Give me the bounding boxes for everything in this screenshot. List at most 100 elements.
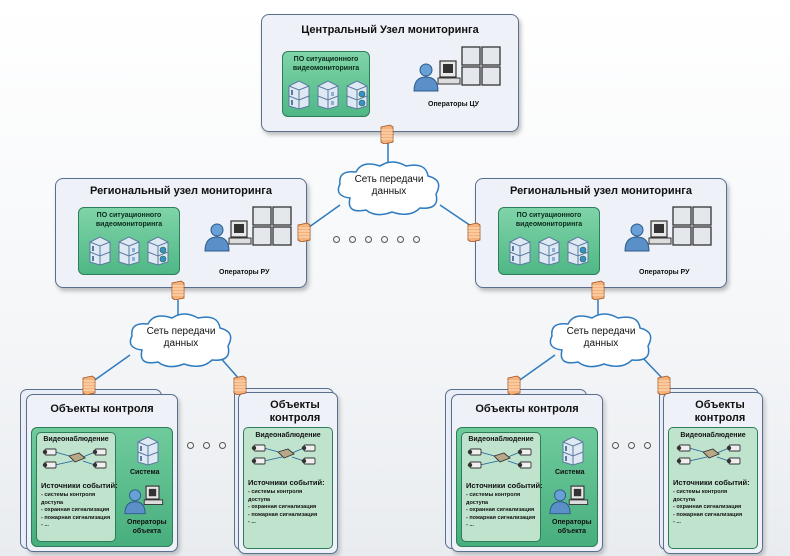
central-software-block: ПО ситуационного видеомониторинга: [282, 51, 370, 117]
operators-label-line2: объекта: [557, 528, 586, 535]
object-green-panel: Видеонаблюдение Источники событий: - сис…: [31, 427, 173, 547]
event-sources-list: - системы контроля доступа - охранная си…: [673, 489, 742, 527]
central-monitoring-node: Центральный Узел мониторинга ПО ситуацио…: [261, 14, 519, 132]
server-web-icon: [147, 236, 169, 266]
object-operators-label: Операторы объекта: [127, 518, 167, 536]
event-source-item: доступа: [466, 499, 489, 506]
firewall-icon: [171, 280, 185, 300]
camera-network-icon: [42, 448, 107, 469]
server-web-icon: [346, 80, 368, 110]
server-group: [286, 78, 370, 110]
regional-software-block: ПО ситуационного видеомониторинга: [78, 207, 180, 275]
ellipsis-dots-regional: [333, 236, 420, 243]
data-network-cloud-left: Сеть передачи данных: [122, 310, 240, 370]
object-title: Объекты контроля: [239, 399, 337, 425]
firewall-icon: [82, 375, 96, 395]
dot: [365, 236, 372, 243]
ellipsis-dots-objects-right: [612, 442, 651, 449]
event-source-item: - пожарная сигнализация: [466, 514, 536, 521]
link-cloud-left-to-obj1: [91, 354, 131, 383]
cloud-icon: [129, 313, 232, 368]
system-label: Система: [130, 469, 160, 476]
event-sources-list: - системы контроля доступа - охранная си…: [466, 492, 535, 530]
server-group: [507, 234, 591, 266]
operators-label-line1: Операторы: [127, 519, 167, 526]
regional-monitoring-node-right: Региональный узел мониторинга ПО ситуаци…: [475, 178, 727, 288]
object-operator-icon: [124, 485, 164, 515]
cloud-label-line2: данных: [583, 338, 619, 349]
event-source-item: - ...: [466, 522, 474, 528]
camera-network-icon: [467, 448, 532, 469]
regional-node-title: Региональный узел мониторинга: [510, 185, 692, 197]
event-source-item: доступа: [41, 499, 64, 506]
server-icon: [118, 236, 140, 266]
event-source-item: - системы контроля: [466, 492, 521, 498]
server-icon: [288, 80, 310, 110]
regional-node-title: Региональный узел мониторинга: [90, 185, 272, 197]
object-title-line1: Объекты: [270, 399, 320, 411]
event-source-item: - ...: [41, 522, 49, 528]
event-source-item: доступа: [673, 496, 696, 503]
server-icon: [89, 236, 111, 266]
server-icon: [509, 236, 531, 266]
dot: [219, 442, 226, 449]
object-green-panel: Видеонаблюдение Источники событий: - сис…: [456, 427, 598, 547]
regional-monitoring-node-left: Региональный узел мониторинга ПО ситуаци…: [55, 178, 307, 288]
dot: [333, 236, 340, 243]
object-title: Объекты контроля: [475, 403, 579, 415]
event-sources-title: Источники событий:: [466, 481, 543, 490]
system-label: Система: [555, 469, 585, 476]
camera-network-icon: [251, 444, 316, 465]
video-sources-panel: Видеонаблюдение Источники событий: - сис…: [243, 427, 333, 549]
ellipsis-dots-objects-left: [187, 442, 226, 449]
video-surveillance-title: Видеонаблюдение: [680, 432, 746, 439]
data-network-cloud-top: Сеть передачи данных: [330, 158, 448, 218]
event-source-item: - системы контроля: [673, 489, 728, 495]
firewall-icon: [467, 222, 481, 242]
regional-operators-group: Операторы РУ: [621, 205, 721, 285]
server-icon: [317, 80, 339, 110]
video-sources-panel: Видеонаблюдение Источники событий: - сис…: [461, 432, 543, 542]
event-source-item: - системы контроля: [41, 492, 96, 498]
object-title-line1: Объекты: [695, 399, 745, 411]
regional-operators-group: Операторы РУ: [201, 205, 301, 285]
central-operators-group: Операторы ЦУ: [410, 45, 510, 125]
cloud-label-line1: Сеть передачи: [146, 326, 216, 337]
camera-network-icon: [676, 444, 741, 465]
system-server-icon: [562, 436, 584, 466]
event-sources-title: Источники событий:: [248, 478, 325, 487]
event-source-item: - пожарная сигнализация: [41, 514, 111, 521]
regional-software-block: ПО ситуационного видеомониторинга: [498, 207, 600, 275]
control-object-compact-left: Объекты контроля Видеонаблюдение Источни…: [238, 392, 338, 554]
software-title: ПО ситуационного видеомониторинга: [95, 212, 163, 228]
event-sources-list: - системы контроля доступа - охранная си…: [248, 489, 317, 527]
event-sources-list: - системы контроля доступа - охранная си…: [41, 492, 110, 530]
cloud-label-line1: Сеть передачи: [566, 326, 636, 337]
server-icon: [538, 236, 560, 266]
event-source-item: - охранная сигнализация: [41, 507, 110, 513]
event-sources-title: Источники событий:: [41, 481, 118, 490]
control-object-compact-right: Объекты контроля Видеонаблюдение Источни…: [663, 392, 763, 554]
dot: [413, 236, 420, 243]
firewall-icon: [233, 375, 247, 395]
central-node-title: Центральный Узел мониторинга: [301, 24, 479, 36]
dot: [349, 236, 356, 243]
object-operator-icon: [549, 485, 589, 515]
dot: [612, 442, 619, 449]
server-web-icon: [567, 236, 589, 266]
operators-label: Операторы РУ: [639, 269, 690, 276]
event-source-item: доступа: [248, 496, 271, 503]
video-surveillance-title: Видеонаблюдение: [43, 436, 109, 443]
dot: [381, 236, 388, 243]
cloud-icon: [337, 161, 440, 216]
cloud-label-line2: данных: [163, 338, 199, 349]
data-network-cloud-right: Сеть передачи данных: [542, 310, 660, 370]
link-cloud-right-to-obj3: [516, 354, 556, 383]
cloud-label-line2: данных: [371, 186, 407, 197]
object-title-line2: контроля: [694, 412, 746, 424]
cloud-label-line1: Сеть передачи: [354, 174, 424, 185]
object-title-line2: контроля: [269, 412, 321, 424]
control-object-full-left: Объекты контроля Видеонаблюдение Источни…: [26, 394, 178, 552]
object-title: Объекты контроля: [50, 403, 154, 415]
video-sources-panel: Видеонаблюдение Источники событий: - сис…: [36, 432, 118, 542]
